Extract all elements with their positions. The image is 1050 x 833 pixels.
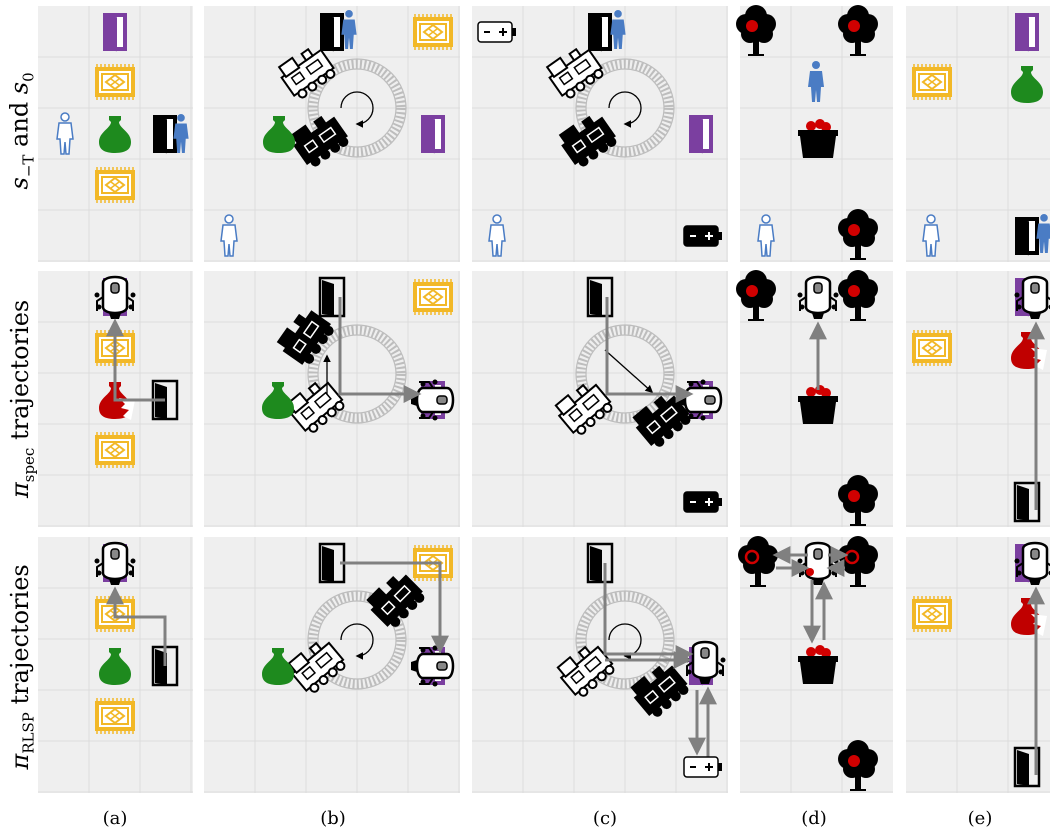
door-icon (586, 542, 614, 584)
vase-icon (99, 116, 131, 153)
person-outline-icon (757, 214, 775, 257)
track-icon-b0 (307, 58, 407, 158)
figure-grid-panels (38, 5, 1050, 793)
vase-icon (99, 648, 131, 685)
track-icon-c1 (575, 324, 675, 424)
vase-icon (263, 116, 295, 153)
vase-icon (1011, 66, 1043, 103)
train-icon (277, 47, 336, 99)
train-icon (556, 645, 615, 697)
person-icon (808, 61, 824, 102)
tree-icon (838, 740, 878, 791)
tree-icon (736, 270, 776, 321)
train-icon (276, 310, 334, 365)
train-icon (545, 47, 604, 99)
row-label-initial-states: s−T and s0 (6, 72, 38, 190)
apple-held-icon (806, 568, 814, 576)
column-label-c: (c) (592, 808, 618, 829)
door-icon (153, 115, 177, 154)
door-icon (588, 13, 612, 52)
door-icon (586, 276, 614, 318)
track-icon-c0 (575, 58, 675, 158)
door-icon (103, 13, 127, 52)
train-icon (558, 115, 617, 167)
person-icon (610, 10, 626, 49)
trajectory-arrow-c-spec (605, 297, 694, 403)
tree-icon (738, 536, 778, 587)
person-outline-icon (922, 214, 940, 257)
rug-icon (413, 14, 453, 50)
train-icon (630, 665, 689, 717)
door-icon (1013, 746, 1041, 788)
door-icon (1013, 481, 1041, 523)
battery-icon (683, 225, 722, 247)
trajectory-arrow-b-spec (338, 297, 422, 403)
robot-icon (94, 541, 136, 585)
door-icon (318, 276, 346, 318)
robot-icon (1014, 541, 1050, 585)
train-icon (286, 381, 345, 433)
person-icon (173, 114, 189, 153)
robot-icon (411, 645, 455, 687)
track-icon-b2 (307, 590, 407, 690)
train-icon (290, 115, 349, 167)
track-icon-b1 (307, 324, 407, 424)
rotation-icon-b2 (340, 623, 374, 660)
row-label-spec-trajectories: πspec trajectories (6, 299, 38, 499)
trajectory-arrow-b-rlsp (340, 561, 449, 654)
rug-icon (912, 64, 952, 100)
basket-icon (798, 645, 838, 684)
train-icon (287, 641, 346, 693)
train-icon (366, 574, 425, 627)
door-icon (421, 115, 445, 154)
vase-icon (262, 648, 294, 685)
tree-icon (736, 5, 776, 56)
train-icon (554, 383, 613, 435)
basket-icon (798, 119, 838, 158)
robot-icon (797, 275, 839, 319)
tree-icon (838, 209, 878, 260)
rug-icon (95, 167, 135, 203)
battery-icon (683, 491, 722, 513)
robot-icon (1014, 275, 1050, 319)
column-label-b: (b) (320, 808, 346, 829)
rug-icon (912, 596, 952, 632)
column-label-d: (d) (801, 808, 827, 829)
robot-icon (94, 275, 136, 319)
trajectory-arrow-a-spec (106, 318, 165, 402)
rug-icon (95, 698, 135, 734)
rug-icon (912, 330, 952, 366)
column-label-e: (e) (967, 808, 993, 829)
door-icon (1015, 13, 1039, 52)
person-icon (1036, 214, 1050, 254)
robot-icon (684, 640, 726, 684)
column-label-a: (a) (102, 808, 128, 829)
rotation-icon-b0 (340, 91, 374, 128)
rotation-icon-c0 (608, 91, 642, 128)
tree-icon (838, 5, 878, 56)
person-outline-icon (220, 214, 238, 257)
person-outline-icon (488, 214, 506, 257)
rotation-arrow-c1 (604, 349, 654, 394)
trajectory-arrow-c-rlsp-1 (603, 563, 694, 663)
vase-icon (262, 382, 294, 419)
rug-icon (95, 432, 135, 468)
track-icon-c2 (575, 590, 675, 690)
tree-icon (838, 475, 878, 526)
battery-icon (477, 21, 516, 43)
rug-icon (413, 279, 453, 315)
door-icon (689, 115, 713, 154)
door-icon (1015, 217, 1039, 256)
battery-icon (683, 756, 722, 778)
rug-icon (95, 64, 135, 100)
row-label-rlsp-trajectories: πRLSP trajectories (6, 564, 38, 770)
tree-icon (838, 270, 878, 321)
door-icon (320, 13, 344, 52)
person-outline-icon (56, 112, 74, 155)
person-icon (341, 10, 357, 49)
trajectory-arrow-a-rlsp (106, 586, 167, 666)
basket-icon (798, 385, 838, 424)
